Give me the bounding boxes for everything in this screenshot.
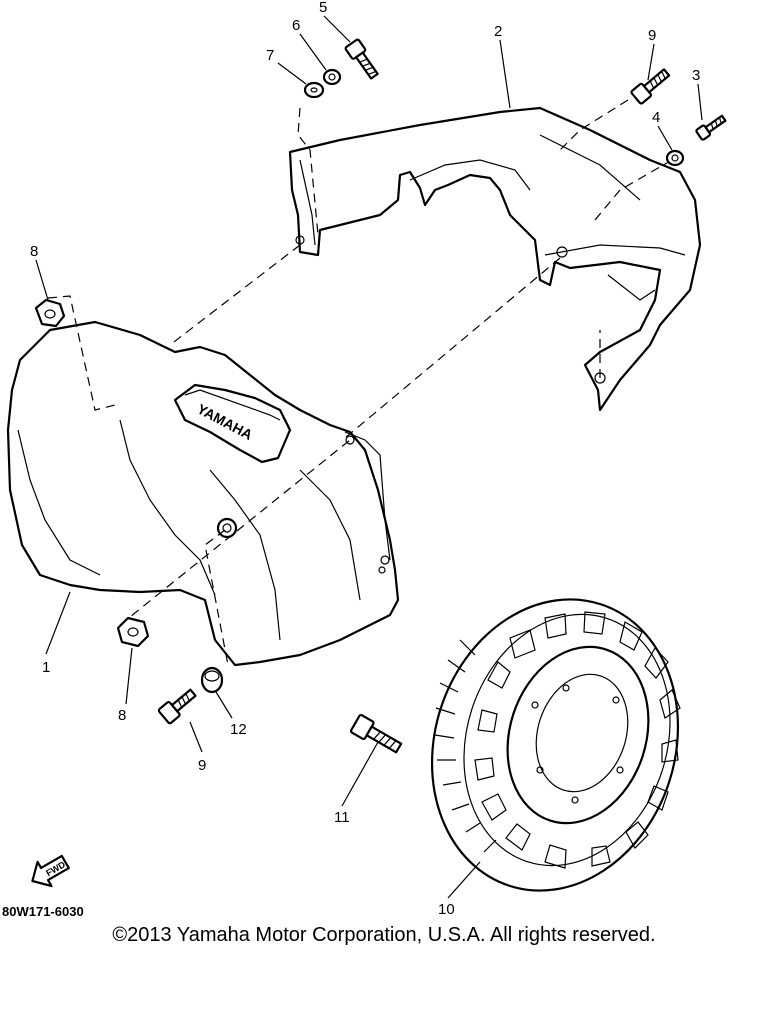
- callout-1: 1: [42, 659, 50, 676]
- upper-shroud-part-2: [288, 106, 702, 412]
- leader-lines: [47, 99, 673, 666]
- callout-9-top: 9: [648, 27, 656, 44]
- callout-9-lower: 9: [198, 757, 206, 774]
- callout-8-upper: 8: [30, 243, 38, 260]
- washer-part-6: [322, 68, 342, 86]
- callout-3: 3: [692, 67, 700, 84]
- washer-part-4: [665, 149, 685, 167]
- nut-part-8-upper: [34, 298, 66, 328]
- bolt-part-5: [344, 38, 379, 80]
- callout-7: 7: [266, 47, 274, 64]
- callout-5: 5: [319, 0, 327, 16]
- bolt-part-9-top: [630, 68, 671, 105]
- cooling-fan-part-10: [430, 598, 681, 892]
- copyright-notice: ©2013 Yamaha Motor Corporation, U.S.A. A…: [112, 924, 656, 946]
- nut-part-8-lower: [116, 616, 150, 648]
- shroud-grommet: [216, 517, 238, 539]
- callout-4: 4: [652, 109, 660, 126]
- bolt-part-3: [695, 114, 727, 141]
- callout-11: 11: [334, 809, 350, 826]
- bolt-part-11: [349, 713, 403, 754]
- diagram-code: 80W171-6030: [2, 904, 84, 919]
- callout-labels: 5 6 7 2 9 3 4 8 1 8 12 9 11 10: [30, 0, 703, 918]
- callout-6: 6: [292, 17, 300, 34]
- forward-arrow-icon: FWD: [31, 854, 70, 888]
- washer-part-7: [303, 81, 325, 99]
- callout-2: 2: [494, 23, 502, 40]
- lower-shroud-part-1: YAMAHA: [6, 320, 400, 667]
- callout-10: 10: [438, 901, 455, 918]
- bolt-part-9-lower: [157, 688, 197, 725]
- callout-12: 12: [230, 721, 247, 738]
- callout-8-lower: 8: [118, 707, 126, 724]
- grommet-part-12: [200, 666, 224, 694]
